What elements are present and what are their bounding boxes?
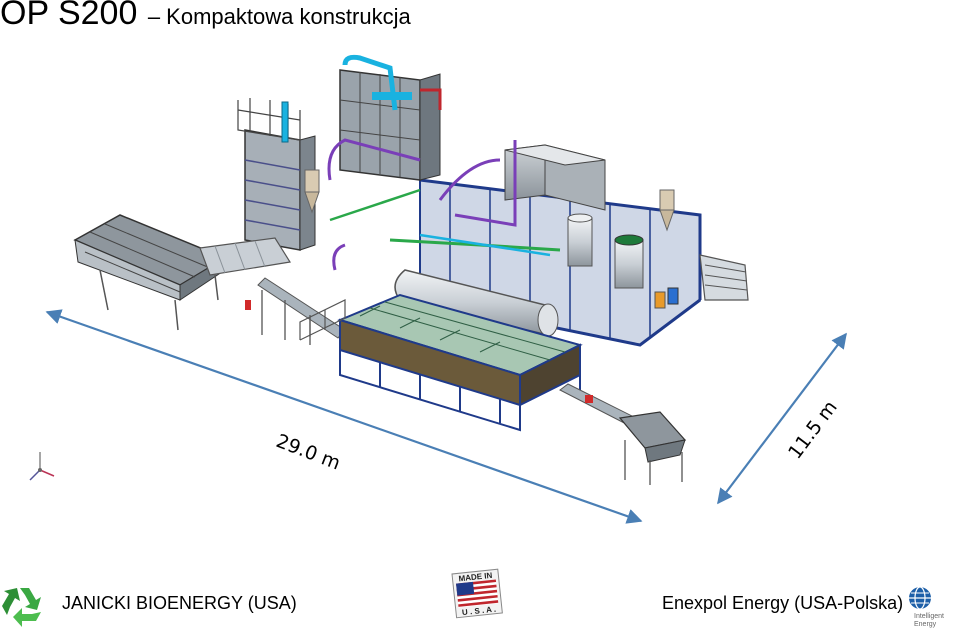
outfeed-hopper <box>559 383 687 485</box>
dryer-tower <box>237 98 320 251</box>
recycle-icon <box>2 588 41 627</box>
left-company-name: JANICKI BIOENERGY (USA) <box>62 593 297 613</box>
badge-bottom-text: U . S . A . <box>462 605 497 618</box>
logo-text-line-1: Intelligent <box>914 613 944 620</box>
usa-flag-icon: MADE IN U . S . A . <box>451 568 503 619</box>
intelligent-energy-globe-icon <box>909 586 931 610</box>
logo-text-line-2: Energy <box>914 621 937 628</box>
right-company-name: Enexpol Energy (USA-Polska) <box>662 593 904 613</box>
intelligent-energy-logo-text: Intelligent Energy <box>914 613 944 629</box>
title-subtitle: – Kompaktowa konstrukcja <box>147 4 411 29</box>
length-dimension-line <box>45 309 643 524</box>
page-title: OP S200 – Kompaktowa konstrukcja <box>0 0 411 33</box>
axis-triad-icon <box>29 452 55 481</box>
process-module <box>327 54 561 271</box>
width-dimension-line <box>717 332 847 505</box>
badge-top-text: MADE IN <box>458 571 493 584</box>
title-main: OP S200 <box>0 0 138 32</box>
